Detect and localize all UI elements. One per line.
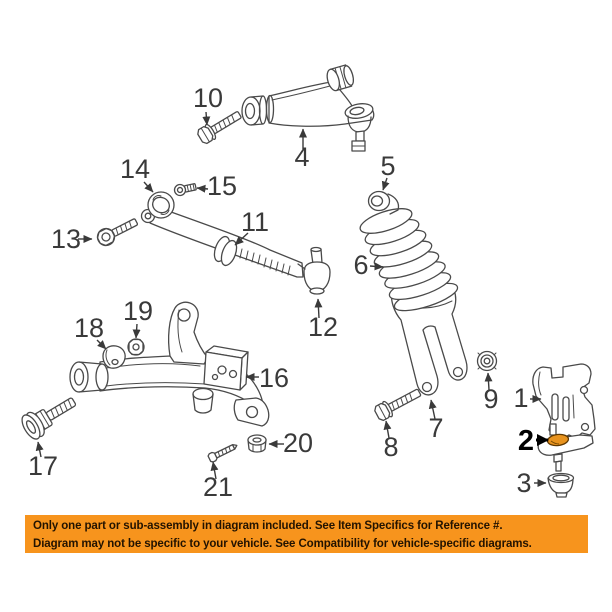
part-shock-fork bbox=[390, 289, 468, 396]
callout-20: 20 bbox=[268, 428, 313, 458]
callout-6: 6 bbox=[353, 250, 384, 280]
part-coil-spring bbox=[359, 208, 459, 312]
callout-8-arrow bbox=[383, 420, 392, 439]
part-cam-washer bbox=[147, 191, 175, 219]
callout-19-arrow bbox=[132, 323, 141, 339]
part-lower-control-arm bbox=[69, 301, 270, 427]
callout-15: 15 bbox=[196, 171, 237, 201]
part-bushing-18 bbox=[102, 345, 126, 369]
callout-13: 13 bbox=[51, 224, 93, 254]
callout-20-label: 20 bbox=[283, 428, 313, 458]
callout-12: 12 bbox=[308, 298, 338, 342]
callout-16-label: 16 bbox=[259, 363, 289, 393]
part-nut-9 bbox=[476, 350, 498, 372]
callout-19-label: 19 bbox=[123, 296, 153, 326]
part-bolt-10 bbox=[197, 111, 242, 145]
callout-7: 7 bbox=[428, 399, 444, 443]
upper-arm-bushing bbox=[326, 64, 355, 92]
callout-18-arrow bbox=[96, 339, 107, 350]
part-nut-19 bbox=[127, 338, 145, 356]
callout-16: 16 bbox=[245, 363, 289, 393]
callout-17: 17 bbox=[28, 441, 58, 481]
callout-21-label: 21 bbox=[203, 472, 233, 502]
callout-14-label: 14 bbox=[120, 154, 150, 184]
callout-9: 9 bbox=[483, 372, 499, 414]
callout-8: 8 bbox=[383, 420, 399, 462]
callout-14: 14 bbox=[120, 154, 154, 193]
callout-1-label: 1 bbox=[513, 383, 528, 413]
part-bolt-21 bbox=[207, 444, 238, 463]
disclaimer-line-2: Diagram may not be specific to your vehi… bbox=[33, 538, 532, 550]
callout-6-arrow bbox=[369, 262, 384, 271]
callout-17-label: 17 bbox=[28, 451, 58, 481]
callout-6-label: 6 bbox=[353, 250, 368, 280]
callout-21: 21 bbox=[203, 461, 233, 502]
callout-10-label: 10 bbox=[193, 83, 223, 113]
callout-8-label: 8 bbox=[383, 432, 398, 462]
callout-13-label: 13 bbox=[51, 224, 81, 254]
callout-7-arrow bbox=[428, 399, 437, 420]
callout-3: 3 bbox=[516, 468, 547, 498]
callout-18: 18 bbox=[74, 313, 107, 350]
callout-3-label: 3 bbox=[516, 468, 531, 498]
part-bolt-15 bbox=[173, 183, 197, 197]
part-strut-rod bbox=[140, 207, 331, 295]
part-dust-cover bbox=[547, 472, 575, 498]
part-bolt-17 bbox=[21, 397, 77, 440]
callout-5: 5 bbox=[380, 151, 396, 191]
upper-arm-ball-joint bbox=[344, 103, 374, 152]
callout-2: 2 bbox=[518, 425, 549, 457]
part-tie-rod-end bbox=[297, 246, 331, 295]
part-nut-20 bbox=[247, 434, 267, 453]
callout-12-label: 12 bbox=[308, 312, 338, 342]
callout-11-label: 11 bbox=[241, 207, 269, 237]
callout-5-arrow bbox=[381, 177, 390, 191]
callout-15-label: 15 bbox=[207, 171, 237, 201]
callout-10-arrow bbox=[202, 111, 211, 126]
callout-5-label: 5 bbox=[380, 151, 395, 181]
callout-18-label: 18 bbox=[74, 313, 104, 343]
callout-19: 19 bbox=[123, 296, 153, 339]
callout-14-arrow bbox=[143, 181, 154, 193]
callout-9-label: 9 bbox=[483, 384, 498, 414]
callout-11-arrow bbox=[234, 232, 249, 246]
callout-11: 11 bbox=[234, 207, 269, 246]
callout-15-arrow bbox=[196, 184, 209, 193]
part-bolt-13 bbox=[96, 218, 139, 247]
disclaimer-line-1: Only one part or sub-assembly in diagram… bbox=[33, 520, 503, 532]
part-bolt-8 bbox=[374, 388, 422, 422]
disclaimer-banner: Only one part or sub-assembly in diagram… bbox=[25, 515, 588, 553]
callout-10: 10 bbox=[193, 83, 223, 126]
callout-12-arrow bbox=[314, 298, 323, 319]
callout-4: 4 bbox=[294, 128, 310, 172]
part-upper-control-arm bbox=[241, 64, 375, 152]
part-shock-top-mount bbox=[367, 190, 400, 215]
callout-1: 1 bbox=[513, 383, 542, 413]
callout-7-label: 7 bbox=[428, 413, 443, 443]
part-steering-knuckle bbox=[532, 363, 596, 472]
callout-4-label: 4 bbox=[294, 142, 309, 172]
callout-2-label: 2 bbox=[518, 425, 534, 457]
callout-17-arrow bbox=[35, 441, 44, 458]
callout-21-arrow bbox=[210, 461, 219, 480]
callout-9-arrow bbox=[484, 372, 493, 391]
